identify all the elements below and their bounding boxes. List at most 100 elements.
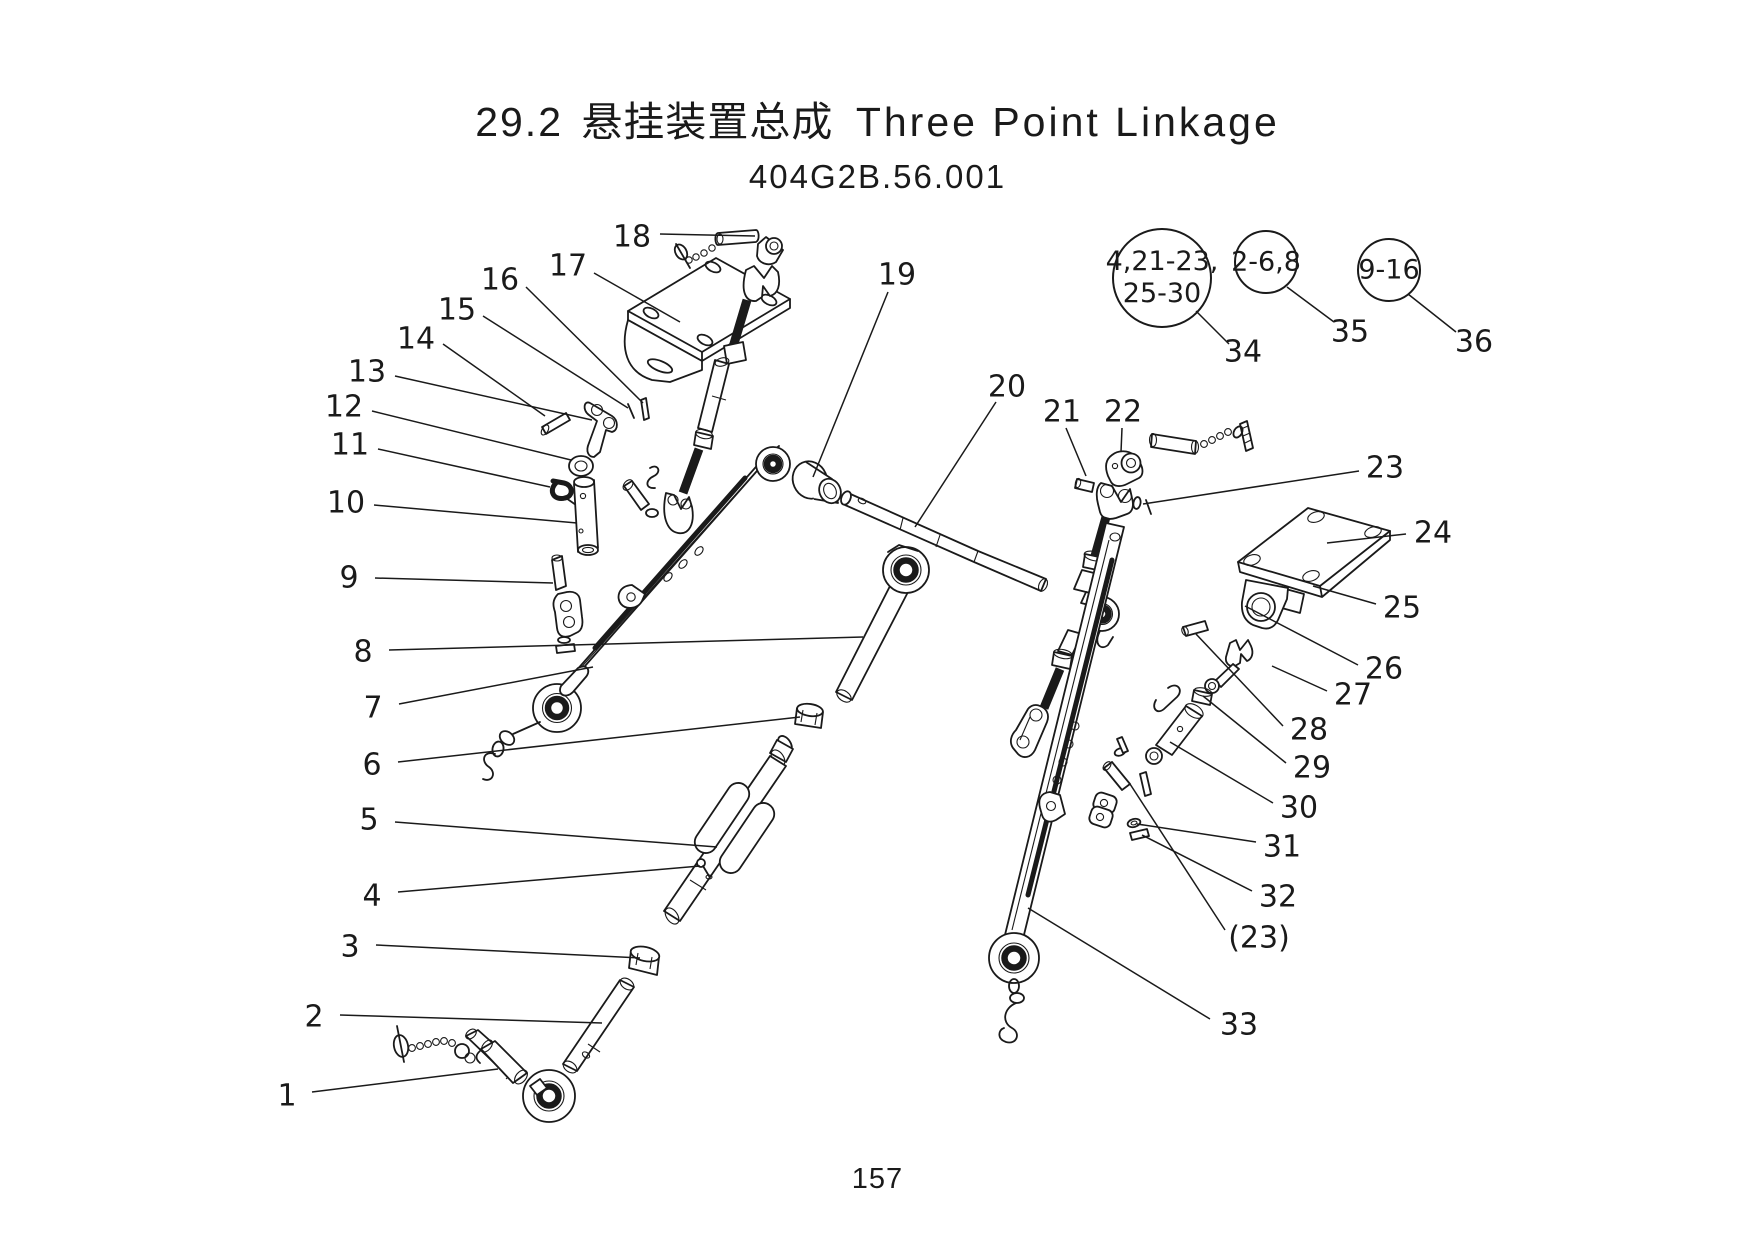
part-clevis-mount-top (756, 236, 784, 266)
part-collar-6 (794, 702, 824, 729)
callout-17: 17 (549, 249, 587, 284)
part-lift-arm-7 (532, 445, 791, 733)
callout-3: 3 (340, 930, 359, 965)
part-collar-29 (1191, 687, 1213, 706)
part-pin-23-duplicate (1102, 761, 1152, 797)
callout-14: 14 (397, 322, 435, 357)
part-pin-with-chain-top (673, 229, 760, 269)
title-chinese: 悬挂装置总成 (581, 99, 834, 145)
title-english: Three Point Linkage (855, 99, 1280, 145)
page-number: 157 (851, 1163, 904, 1195)
callout-11: 11 (331, 428, 369, 463)
part-pin-2 (562, 977, 635, 1074)
callout-32: 32 (1259, 880, 1297, 915)
callout-28: 28 (1290, 713, 1328, 748)
callout-13: 13 (348, 355, 386, 390)
callout-36: 36 (1455, 325, 1493, 360)
drawing-code: 404G2B.56.001 (748, 158, 1007, 196)
callout-1: 1 (277, 1079, 296, 1114)
part-pin-28-target (1181, 620, 1209, 637)
part-cotter-and-pin-mid (622, 397, 660, 518)
part-washer-pin-23 (1132, 496, 1152, 515)
part-ball-eye-rod-8 (835, 544, 930, 703)
callout-23: 23 (1366, 451, 1404, 486)
group-circle-text-1: 4,21-23,25-30 (1106, 246, 1219, 309)
section-number: 29.2 (475, 99, 564, 145)
callout-6: 6 (362, 748, 381, 783)
callout-27: 27 (1334, 678, 1372, 713)
part-bracket-25 (1240, 579, 1305, 630)
callout-(23): (23) (1228, 921, 1290, 956)
callout-30: 30 (1280, 791, 1318, 826)
part-nut-3 (628, 945, 661, 976)
callout-34: 34 (1224, 335, 1262, 370)
leader-line-21 (1065, 427, 1087, 477)
leader-line-8 (388, 636, 864, 651)
part-bracket-22 (1105, 450, 1144, 487)
callout-10: 10 (327, 486, 365, 521)
leader-line-6 (397, 716, 801, 763)
callout-9: 9 (339, 561, 358, 596)
leader-line-4 (397, 865, 701, 893)
callout-29: 29 (1293, 751, 1331, 786)
leader-line-11 (377, 448, 551, 488)
leader-line-23 (1142, 470, 1360, 505)
callout-4: 4 (362, 879, 381, 914)
part-top-link-assembly (663, 265, 781, 535)
leader-line-3 (375, 944, 641, 959)
leader-line-24 (1326, 533, 1407, 544)
group-circle-text-2: 2-6,8 (1231, 247, 1301, 278)
part-bushing-tube-10 (573, 476, 599, 556)
leader-line-31 (1136, 823, 1257, 843)
leader-line-2 (339, 1014, 603, 1024)
group-circle-3 (1357, 238, 1421, 302)
leader-line-14 (442, 343, 546, 417)
callout-26: 26 (1365, 652, 1403, 687)
part-taper-pin-14 (540, 412, 571, 436)
part-lift-tube-5 (663, 735, 794, 925)
title-block: 29.2 悬挂装置总成 Three Point Linkage 404G2B.5… (0, 99, 1755, 196)
callout-35: 35 (1331, 315, 1369, 350)
leader-line-12 (371, 410, 572, 461)
part-lever-rod-end (1204, 639, 1254, 694)
callout-18: 18 (613, 220, 651, 255)
part-washer-31-key-32 (1126, 817, 1150, 841)
part-fork-right-top (1095, 482, 1134, 520)
page-title: 29.2 悬挂装置总成 Three Point Linkage (0, 99, 1755, 145)
callout-19: 19 (878, 258, 916, 293)
leader-line-(23) (1129, 783, 1226, 931)
part-washer-pin-small (1113, 736, 1129, 757)
leader-line-28 (1195, 633, 1284, 727)
leader-line-29 (1202, 695, 1287, 764)
callout-5: 5 (359, 803, 378, 838)
leader-line-32 (1141, 834, 1253, 892)
part-wire-clip (1153, 684, 1181, 713)
leader-line-26 (1244, 605, 1359, 666)
leader-line-30 (1169, 741, 1274, 804)
callout-33: 33 (1220, 1008, 1258, 1043)
part-pin-and-clevis-9 (551, 554, 584, 654)
callout-21: 21 (1043, 395, 1081, 430)
part-barrel-30 (1145, 703, 1204, 765)
part-right-arm-33 (988, 522, 1125, 1044)
group-circle-1 (1112, 228, 1212, 328)
callout-12: 12 (325, 390, 363, 425)
part-eye-ring-12 (568, 455, 594, 477)
leader-line-15 (482, 315, 629, 409)
callout-8: 8 (353, 635, 372, 670)
callout-2: 2 (304, 1000, 323, 1035)
leader-line-36 (1407, 293, 1457, 333)
part-long-rod-20 (840, 490, 1049, 592)
leader-line-27 (1271, 665, 1328, 692)
callout-20: 20 (988, 370, 1026, 405)
part-fork-13 (583, 401, 618, 458)
leader-line-34 (1195, 310, 1230, 345)
leader-line-25 (1312, 585, 1377, 605)
callout-31: 31 (1263, 830, 1301, 865)
group-circle-text-3: 9-16 (1358, 255, 1419, 286)
leader-line-22 (1120, 427, 1123, 453)
leader-line-33 (1027, 907, 1211, 1020)
